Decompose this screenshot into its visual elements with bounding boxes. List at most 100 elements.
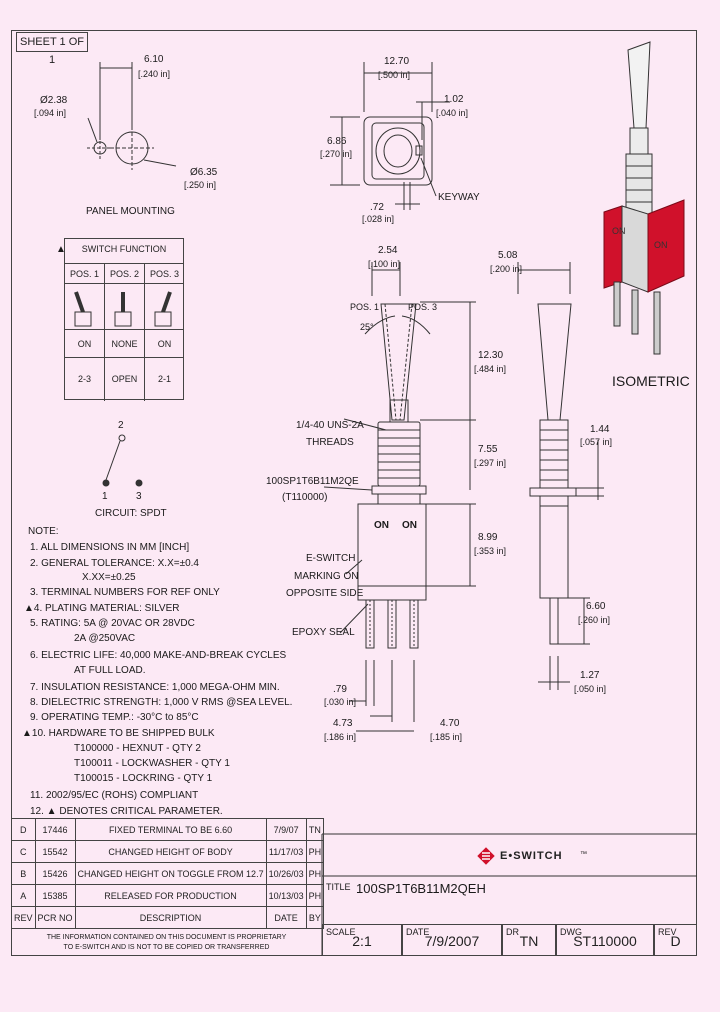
bushing-dim: 7.55	[478, 444, 498, 455]
part-number-callout-ref: (T110000)	[282, 492, 328, 503]
body-dim-inch: [.353 in]	[474, 546, 507, 556]
body-dim: 8.99	[478, 532, 498, 543]
pos3-state: ON	[157, 339, 172, 349]
iso-on-mark-left: ON	[612, 226, 626, 236]
date-cell: DATE 7/9/2007	[402, 924, 502, 956]
revision-table: D 17446 FIXED TERMINAL TO BE 6.60 7/9/07…	[11, 818, 325, 929]
toggle-height-dim: 12.30	[478, 350, 504, 361]
table-row: B 15426 CHANGED HEIGHT ON TOGGLE FROM 12…	[11, 862, 325, 885]
panel-hole-dim: Ø6.35	[190, 167, 218, 178]
note-line: 6. ELECTRIC LIFE: 40,000 MAKE-AND-BREAK …	[30, 650, 287, 661]
panel-small-hole-dim: Ø2.38	[40, 95, 68, 106]
critical-flag-icon: ▲	[56, 244, 66, 255]
keyway-label: KEYWAY	[438, 192, 480, 203]
table-row: C 15542 CHANGED HEIGHT OF BODY 11/17/03 …	[11, 840, 325, 863]
panel-hole-dim-inch: [.250 in]	[184, 180, 217, 190]
brand-name: E•SWITCH	[500, 850, 563, 862]
terminal-width-dim-inch: [.050 in]	[574, 684, 607, 694]
revision-cell: REV D	[654, 924, 697, 956]
side-view-figure	[517, 262, 604, 690]
keyway-top-dim: 12.70	[384, 56, 410, 67]
circuit-figure	[102, 434, 143, 487]
pos1-header: POS. 1	[69, 269, 99, 279]
note-line: 2A @250VAC	[74, 633, 136, 644]
pos1-connection: 2-3	[77, 374, 91, 384]
note-line: 12. ▲ DENOTES CRITICAL PARAMETER.	[30, 806, 223, 817]
pos2-state: NONE	[111, 339, 138, 349]
drawing-number-cell: DWG ST110000	[556, 924, 654, 956]
scale-value: 2:1	[352, 933, 372, 949]
pos3-connection: 2-1	[157, 374, 171, 384]
keyway-right-dim-inch: [.040 in]	[436, 108, 469, 118]
note-line: 2. GENERAL TOLERANCE: X.X=±0.4	[30, 558, 199, 569]
pin-width-dim: .79	[333, 684, 347, 695]
panel-width-dim: 6.10	[144, 54, 164, 65]
pin-pitch-dim-right: 4.70	[440, 718, 460, 729]
note-line: 3. TERMINAL NUMBERS FOR REF ONLY	[30, 587, 220, 598]
marking-note-1: E-SWITCH	[306, 553, 356, 564]
date-value: 7/9/2007	[424, 933, 480, 949]
part-title: 100SP1T6B11M2QEH	[356, 881, 486, 896]
pos1-label: POS. 1	[350, 302, 380, 312]
title-label: TITLE	[326, 882, 351, 892]
thread-spec: 1/4-40 UNS-2A	[296, 420, 364, 431]
note-line: 1. ALL DIMENSIONS IN MM [INCH]	[30, 542, 190, 553]
drawn-by-value: TN	[519, 933, 539, 949]
revision-value: D	[670, 933, 681, 949]
note-line: ▲10. HARDWARE TO BE SHIPPED BULK	[22, 728, 215, 739]
front-on-right: ON	[402, 520, 417, 531]
terminal-width-dim: 1.27	[580, 670, 600, 681]
keyway-bottom-dim: .72	[370, 202, 384, 213]
note-line: ▲4. PLATING MATERIAL: SILVER	[24, 603, 180, 614]
circuit-pin-3: 3	[136, 491, 142, 502]
note-line: 8. DIELECTRIC STRENGTH: 1,000 V RMS @SEA…	[30, 697, 293, 708]
note-line: 9. OPERATING TEMP.: -30°C to 85°C	[30, 712, 199, 723]
disclaimer-line-1: THE INFORMATION CONTAINED ON THIS DOCUME…	[46, 934, 287, 941]
pos2-header: POS. 2	[109, 269, 139, 279]
circuit-label: CIRCUIT: SPDT	[95, 508, 167, 519]
drawing-number-value: ST110000	[573, 933, 637, 949]
front-top-dim-inch: [.100 in]	[368, 259, 401, 269]
iso-on-mark-right: ON	[654, 240, 668, 250]
scale-cell: SCALE 2:1	[322, 924, 402, 956]
side-flange-dim: 1.44	[590, 424, 610, 435]
keyway-right-dim: 1.02	[444, 94, 464, 105]
marking-note-2: MARKING ON	[294, 571, 359, 582]
terminal-length-dim-inch: [.260 in]	[578, 615, 611, 625]
pin-pitch-dim-right-inch: [.185 in]	[430, 732, 463, 742]
isometric-figure	[603, 41, 685, 355]
panel-small-hole-dim-inch: [.094 in]	[34, 108, 67, 118]
side-flange-dim-inch: [.057 in]	[580, 437, 613, 447]
note-line: 5. RATING: 5A @ 20VAC OR 28VDC	[30, 618, 195, 629]
note-line: X.XX=±0.25	[82, 572, 136, 583]
pos1-state: ON	[77, 339, 92, 349]
panel-mounting-figure	[87, 62, 177, 170]
thread-label: THREADS	[306, 437, 354, 448]
table-row: A 15385 RELEASED FOR PRODUCTION 10/13/03…	[11, 884, 325, 907]
side-top-dim: 5.08	[498, 250, 518, 261]
terminal-length-dim: 6.60	[586, 601, 606, 612]
pin-pitch-dim-left: 4.73	[333, 718, 353, 729]
marking-note-3: OPPOSITE SIDE	[286, 588, 364, 599]
panel-width-dim-inch: [.240 in]	[138, 69, 171, 79]
pos2-connection: OPEN	[111, 374, 138, 384]
toggle-angle: 25°	[360, 322, 374, 332]
isometric-label: ISOMETRIC	[612, 373, 690, 389]
keyway-top-dim-inch: [.500 in]	[378, 70, 411, 80]
pin-pitch-dim-left-inch: [.186 in]	[324, 732, 357, 742]
pin-width-dim-inch: [.030 in]	[324, 697, 357, 707]
table-header-row: REV PCR NO DESCRIPTION DATE BY	[11, 906, 325, 929]
note-line: 7. INSULATION RESISTANCE: 1,000 MEGA-OHM…	[30, 682, 280, 693]
disclaimer-line-2: TO E-SWITCH AND IS NOT TO BE COPIED OR T…	[63, 944, 270, 951]
keyway-bottom-dim-inch: [.028 in]	[362, 214, 395, 224]
side-top-dim-inch: [.200 in]	[490, 264, 523, 274]
e-switch-logo-mark	[477, 847, 495, 865]
part-number-callout: 100SP1T6B11M2QE	[266, 476, 359, 487]
front-view-figure	[323, 262, 476, 732]
toggle-height-dim-inch: [.484 in]	[474, 364, 507, 374]
pos3-header: POS. 3	[149, 269, 179, 279]
front-top-dim: 2.54	[378, 245, 398, 256]
pos3-label: POS. 3	[408, 302, 438, 312]
